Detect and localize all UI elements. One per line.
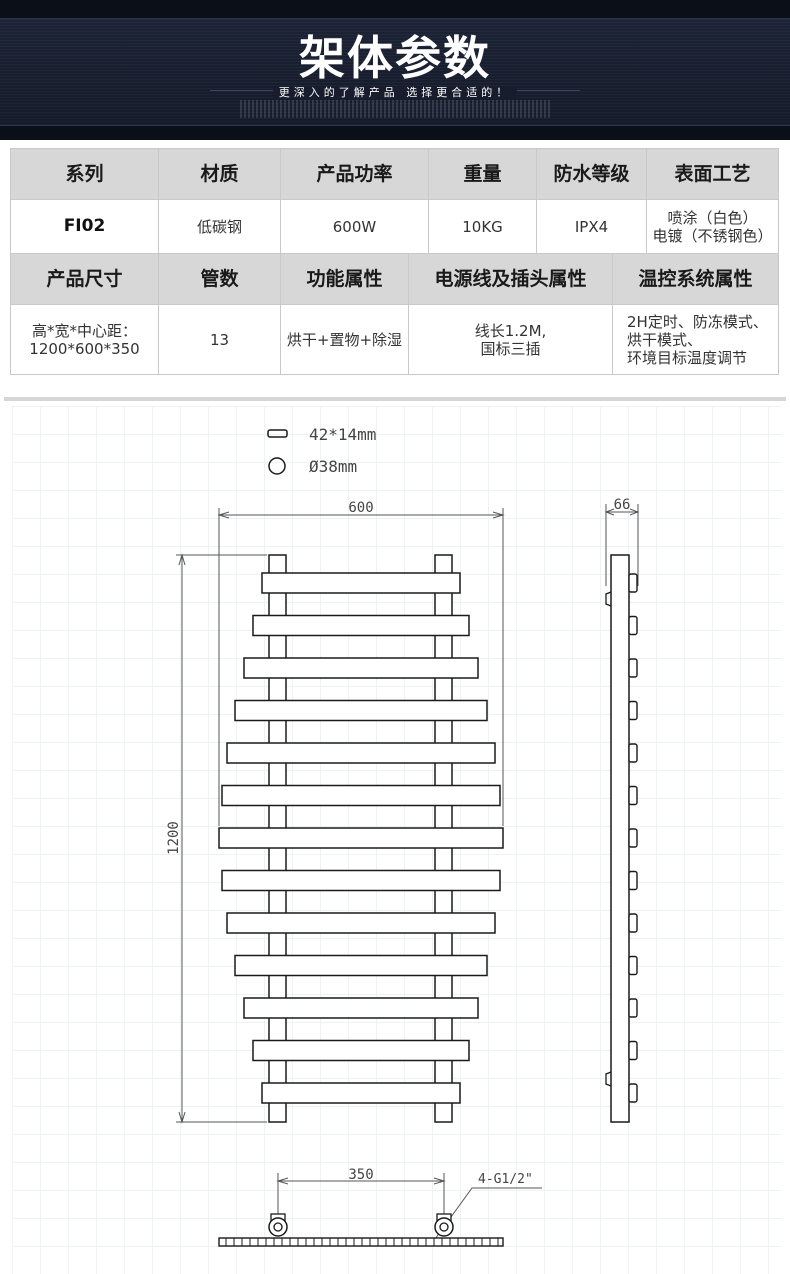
side-tab-13 [628,1083,638,1103]
bar-13 [261,1082,461,1104]
header-size: 产品尺寸 [10,253,159,305]
cell-temp-line-3: 环境目标温度调节 [627,348,748,367]
banner-subtitle-text: 更深入的了解产品 选择更合适的！ [272,86,518,99]
banner: 架体参数 更深入的了解产品 选择更合适的！ [0,0,790,140]
spec-row-2: 高*宽*中心距： 1200*600*350 13 烘干+置物+除湿 线长1.2M… [10,304,780,375]
spec-header-row-2: 产品尺寸 管数 功能属性 电源线及插头属性 温控系统属性 [10,253,780,305]
bar-1 [261,572,461,594]
drawing-canvas: 42*14mm Ø38mm 600 1200 [166,425,640,1247]
cell-tubes: 13 [158,304,281,375]
side-tab-1 [628,573,638,593]
bar-9 [226,912,496,934]
bar-11 [243,997,479,1019]
cell-temp-line-1: 2H定时、防冻模式、 [627,312,768,331]
header-material: 材质 [158,148,281,200]
cell-function: 烘干+置物+除湿 [280,304,409,375]
cell-size: 高*宽*中心距： 1200*600*350 [10,304,159,375]
side-tab-3 [628,658,638,678]
cell-waterproof: IPX4 [536,199,648,254]
legend-circle-label: Ø38mm [309,457,357,476]
side-tab-7 [628,828,638,848]
header-power: 产品功率 [279,148,430,200]
cell-temp-line-2: 烘干模式、 [627,330,703,349]
front-view [218,554,504,1123]
depth-dimension [604,504,640,586]
header-weight: 重量 [428,148,538,200]
spec-header-row-1: 系列 材质 产品功率 重量 防水等级 表面工艺 [10,148,780,200]
side-tab-6 [628,785,638,806]
bar-6 [221,784,501,807]
bar-3 [243,657,479,679]
left-valve-icon [268,1217,288,1237]
bottom-view: 350 4-G1/2" [218,1167,542,1247]
side-tab-8 [628,870,638,891]
header-function: 功能属性 [280,253,409,305]
cell-surface-line-2: 电镀（不锈钢色） [652,226,773,245]
depth-label: 66 [614,497,631,513]
page-title: 架体参数 [299,31,491,85]
round-tube-icon [268,457,286,475]
cell-size-line-2: 1200*600*350 [29,339,140,358]
legend: 42*14mm Ø38mm [267,425,376,476]
cell-surface: 喷涂（白色） 电镀（不锈钢色） [646,199,780,254]
header-tubes: 管数 [158,253,281,305]
bar-8 [221,869,501,892]
side-tab-11 [628,998,638,1018]
side-upright [610,554,630,1123]
pipe-label: 4-G1/2" [478,1172,533,1187]
cell-material: 低碳钢 [158,199,281,254]
right-valve-icon [434,1217,454,1237]
side-tab-4 [628,700,638,721]
side-view: 66 [604,497,640,1123]
cell-power: 600W [279,199,430,254]
bar-10 [234,954,488,977]
bar-5 [226,742,496,764]
top-bracket [605,591,612,607]
width-label: 600 [348,500,373,516]
bottom-bracket [605,1071,612,1087]
center-label: 350 [348,1167,373,1183]
side-tab-5 [628,743,638,763]
cell-series: FI02 [10,199,159,254]
base-rail [218,1237,504,1247]
side-tab-2 [628,615,638,636]
side-tab-9 [628,913,638,933]
side-tab-12 [628,1040,638,1061]
header-power-cord: 电源线及插头属性 [407,253,614,305]
cell-surface-line-1: 喷涂（白色） [667,208,758,227]
banner-subtitle: 更深入的了解产品 选择更合适的！ [0,84,790,100]
cell-power-cord-line-1: 线长1.2M, [474,321,547,340]
height-label: 1200 [166,821,182,855]
cell-temp-control: 2H定时、防冻模式、 烘干模式、 环境目标温度调节 [612,304,780,375]
cell-weight: 10KG [428,199,538,254]
header-waterproof: 防水等级 [536,148,648,200]
spec-row-1: FI02 低碳钢 600W 10KG IPX4 喷涂（白色） 电镀（不锈钢色） [10,199,780,254]
width-dimension [217,508,505,826]
header-surface: 表面工艺 [646,148,780,200]
bar-4 [234,699,488,722]
legend-rect-label: 42*14mm [309,425,376,444]
bar-2 [252,614,470,637]
center-dimension [276,1173,446,1216]
cell-power-cord-line-2: 国标三插 [480,339,541,358]
cell-power-cord: 线长1.2M, 国标三插 [407,304,614,375]
spec-table: 系列 材质 产品功率 重量 防水等级 表面工艺 FI02 低碳钢 600W 10… [10,148,780,375]
header-temp-control: 温控系统属性 [612,253,780,305]
bar-7 [218,827,504,849]
technical-drawing: 42*14mm Ø38mm 600 1200 [12,406,782,1274]
left-valve [268,1213,288,1237]
bars-group [218,572,504,1104]
side-tabs-group [628,573,638,1103]
side-tab-10 [628,955,638,976]
cell-size-line-1: 高*宽*中心距： [31,321,137,340]
header-series: 系列 [10,148,159,200]
rect-tube-icon [267,429,288,438]
height-dimension [176,553,267,1124]
rail-ticks [225,1238,499,1246]
bar-12 [252,1039,470,1062]
banner-texture [240,100,550,118]
right-valve [434,1213,454,1237]
banner-panel [0,18,790,126]
section-divider [4,397,786,401]
